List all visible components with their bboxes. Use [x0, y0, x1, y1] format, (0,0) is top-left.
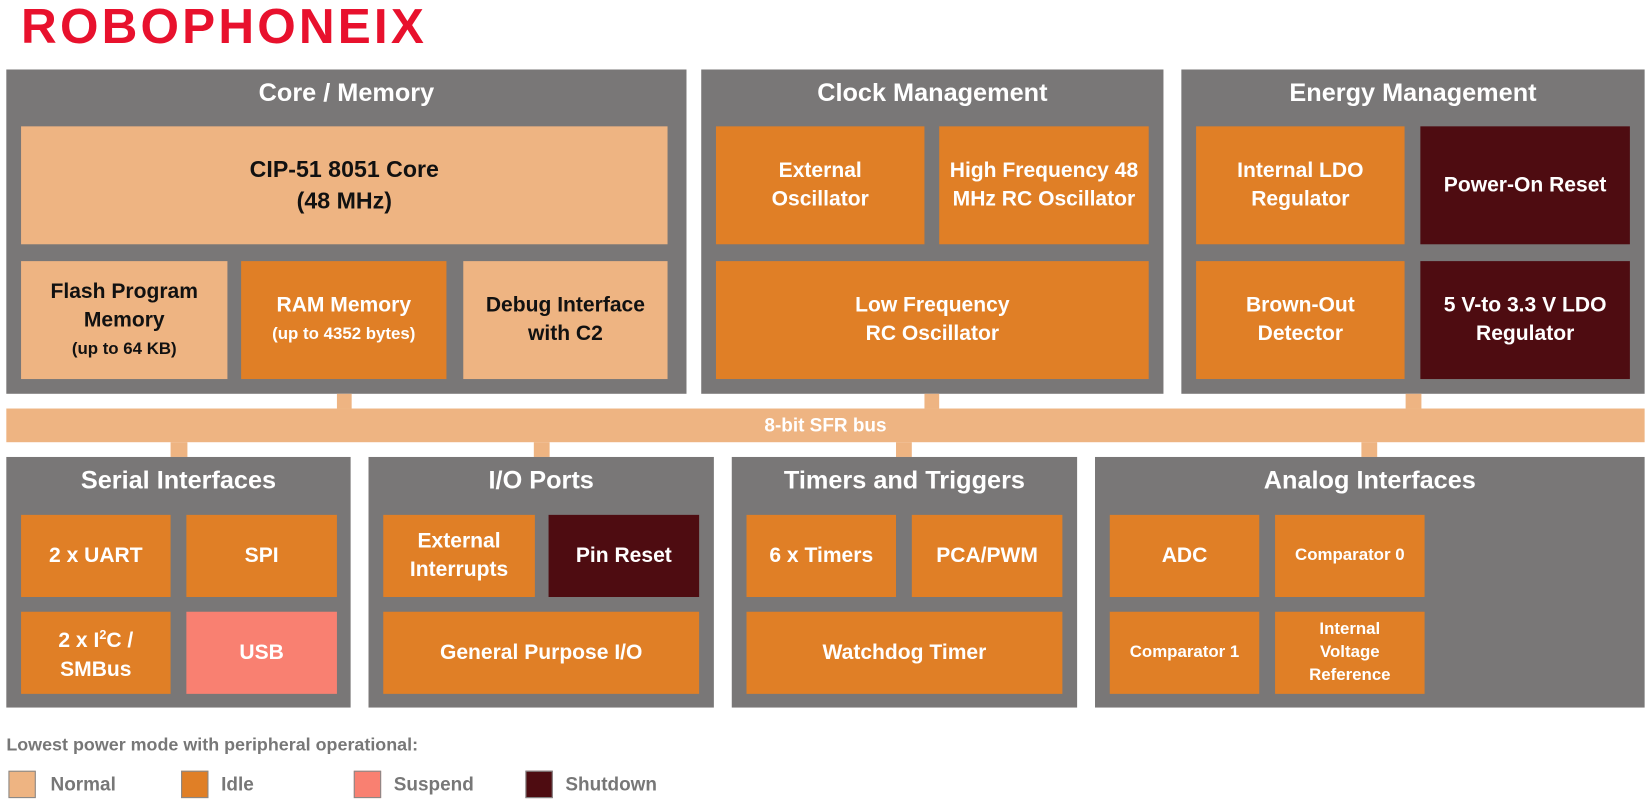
uart-block: 2 x UART	[21, 514, 171, 597]
panel-title: Energy Management	[1289, 78, 1537, 108]
ldo-block: Internal LDO Regulator	[1196, 126, 1405, 245]
adc-block: ADC	[1109, 514, 1260, 597]
i2c-block: 2 x I2C / SMBus	[21, 611, 171, 694]
gpio-block: General Purpose I/O	[383, 611, 700, 694]
legend-swatch-shutdown	[525, 770, 553, 799]
flash-block: Flash Program Memory (up to 64 KB)	[21, 261, 228, 380]
lf-osc-label: Low Frequency RC Oscillator	[855, 293, 1010, 346]
clock-management-panel: Clock Management External Oscillator Hig…	[701, 69, 1164, 394]
vref-block: Internal Voltage Reference	[1275, 611, 1425, 694]
timers-block: 6 x Timers	[746, 514, 897, 597]
por-block: Power-On Reset	[1420, 126, 1630, 245]
pin-reset-label: Pin Reset	[575, 543, 672, 567]
watchdog-block: Watchdog Timer	[746, 611, 1063, 694]
comparator1-label: Comparator 1	[1129, 643, 1240, 662]
cpu-core-label: CIP-51 8051 Core	[249, 155, 439, 183]
panel-title: I/O Ports	[488, 466, 594, 495]
hf-osc-block: High Frequency 48 MHz RC Oscillator	[939, 126, 1149, 245]
bod-block: Brown-Out Detector	[1196, 261, 1405, 380]
connector	[1361, 442, 1378, 457]
spi-label: SPI	[244, 543, 279, 567]
connector	[1405, 393, 1422, 409]
io-ports-panel: I/O Ports External Interrupts Pin Reset …	[368, 456, 714, 708]
comparator0-label: Comparator 0	[1295, 546, 1405, 565]
analog-interfaces-panel: Analog Interfaces ADC Comparator 0 Compa…	[1095, 456, 1645, 708]
comparator1-block: Comparator 1	[1109, 611, 1260, 694]
panel-title: Timers and Triggers	[783, 466, 1025, 495]
ldo-label: Internal LDO Regulator	[1237, 158, 1364, 211]
usb-label: USB	[239, 640, 284, 664]
legend-label-suspend: Suspend	[393, 773, 474, 795]
panel-title: Clock Management	[817, 78, 1048, 108]
connector	[533, 442, 550, 457]
ext-int-block: External Interrupts	[383, 514, 535, 597]
core-memory-panel: Core / Memory CIP-51 8051 Core (48 MHz) F…	[6, 69, 687, 394]
robophoneix-logo: ROBOPHONEIX	[21, 0, 428, 54]
legend-heading: Lowest power mode with peripheral operat…	[6, 734, 419, 755]
timers-label: 6 x Timers	[769, 543, 874, 567]
watchdog-label: Watchdog Timer	[822, 640, 987, 664]
connector	[896, 442, 912, 457]
ldo5v-label: 5 V-to 3.3 V LDO Regulator	[1443, 293, 1607, 346]
debug-label: Debug Interface with C2	[485, 293, 645, 346]
connector	[170, 442, 188, 457]
comparator0-block: Comparator 0	[1275, 514, 1425, 597]
i2c-label: 2 x I2C / SMBus	[58, 627, 134, 682]
ram-label: RAM Memory	[276, 293, 412, 317]
panel-title: Analog Interfaces	[1263, 466, 1476, 495]
spi-block: SPI	[186, 514, 337, 597]
sfr-bus: 8-bit SFR bus	[6, 408, 1645, 443]
cpu-freq-label: (48 MHz)	[296, 187, 392, 214]
legend-label-normal: Normal	[50, 773, 116, 795]
connector	[924, 393, 940, 409]
panel-title: Core / Memory	[258, 78, 435, 108]
ext-osc-block: External Oscillator	[715, 126, 925, 245]
adc-label: ADC	[1161, 543, 1208, 567]
connector	[336, 393, 352, 409]
panel-title: Serial Interfaces	[80, 466, 277, 495]
flash-label: Flash Program Memory	[50, 279, 198, 332]
debug-block: Debug Interface with C2	[463, 261, 668, 380]
energy-management-panel: Energy Management Internal LDO Regulator…	[1181, 69, 1645, 394]
ext-osc-label: External Oscillator	[771, 158, 869, 211]
legend-swatch-suspend	[353, 770, 382, 799]
cpu-core-block: CIP-51 8051 Core (48 MHz)	[21, 126, 668, 245]
uart-label: 2 x UART	[49, 543, 143, 567]
ram-block: RAM Memory (up to 4352 bytes)	[241, 261, 447, 380]
serial-interfaces-panel: Serial Interfaces 2 x UART SPI 2 x I2C /…	[6, 456, 351, 708]
flash-sub-label: (up to 64 KB)	[71, 339, 177, 358]
legend-label-idle: Idle	[221, 773, 254, 795]
usb-block: USB	[186, 611, 337, 694]
por-label: Power-On Reset	[1443, 173, 1607, 197]
lf-osc-block: Low Frequency RC Oscillator	[715, 261, 1149, 380]
hf-osc-label: High Frequency 48 MHz RC Oscillator	[949, 158, 1139, 211]
legend-swatch-idle	[181, 770, 209, 799]
bod-label: Brown-Out Detector	[1245, 293, 1355, 346]
ram-sub-label: (up to 4352 bytes)	[272, 325, 416, 344]
pca-block: PCA/PWM	[911, 514, 1063, 597]
pca-label: PCA/PWM	[936, 543, 1038, 567]
pin-reset-block: Pin Reset	[548, 514, 700, 597]
ldo5v-block: 5 V-to 3.3 V LDO Regulator	[1420, 261, 1630, 380]
sfr-bus-label: 8-bit SFR bus	[764, 414, 887, 436]
legend-swatch-normal	[8, 770, 36, 799]
vref-label: Internal Voltage Reference	[1309, 620, 1391, 685]
legend-label-shutdown: Shutdown	[565, 773, 657, 795]
ext-int-label: External Interrupts	[409, 529, 509, 582]
timers-triggers-panel: Timers and Triggers 6 x Timers PCA/PWM W…	[731, 456, 1078, 708]
gpio-label: General Purpose I/O	[439, 640, 643, 664]
